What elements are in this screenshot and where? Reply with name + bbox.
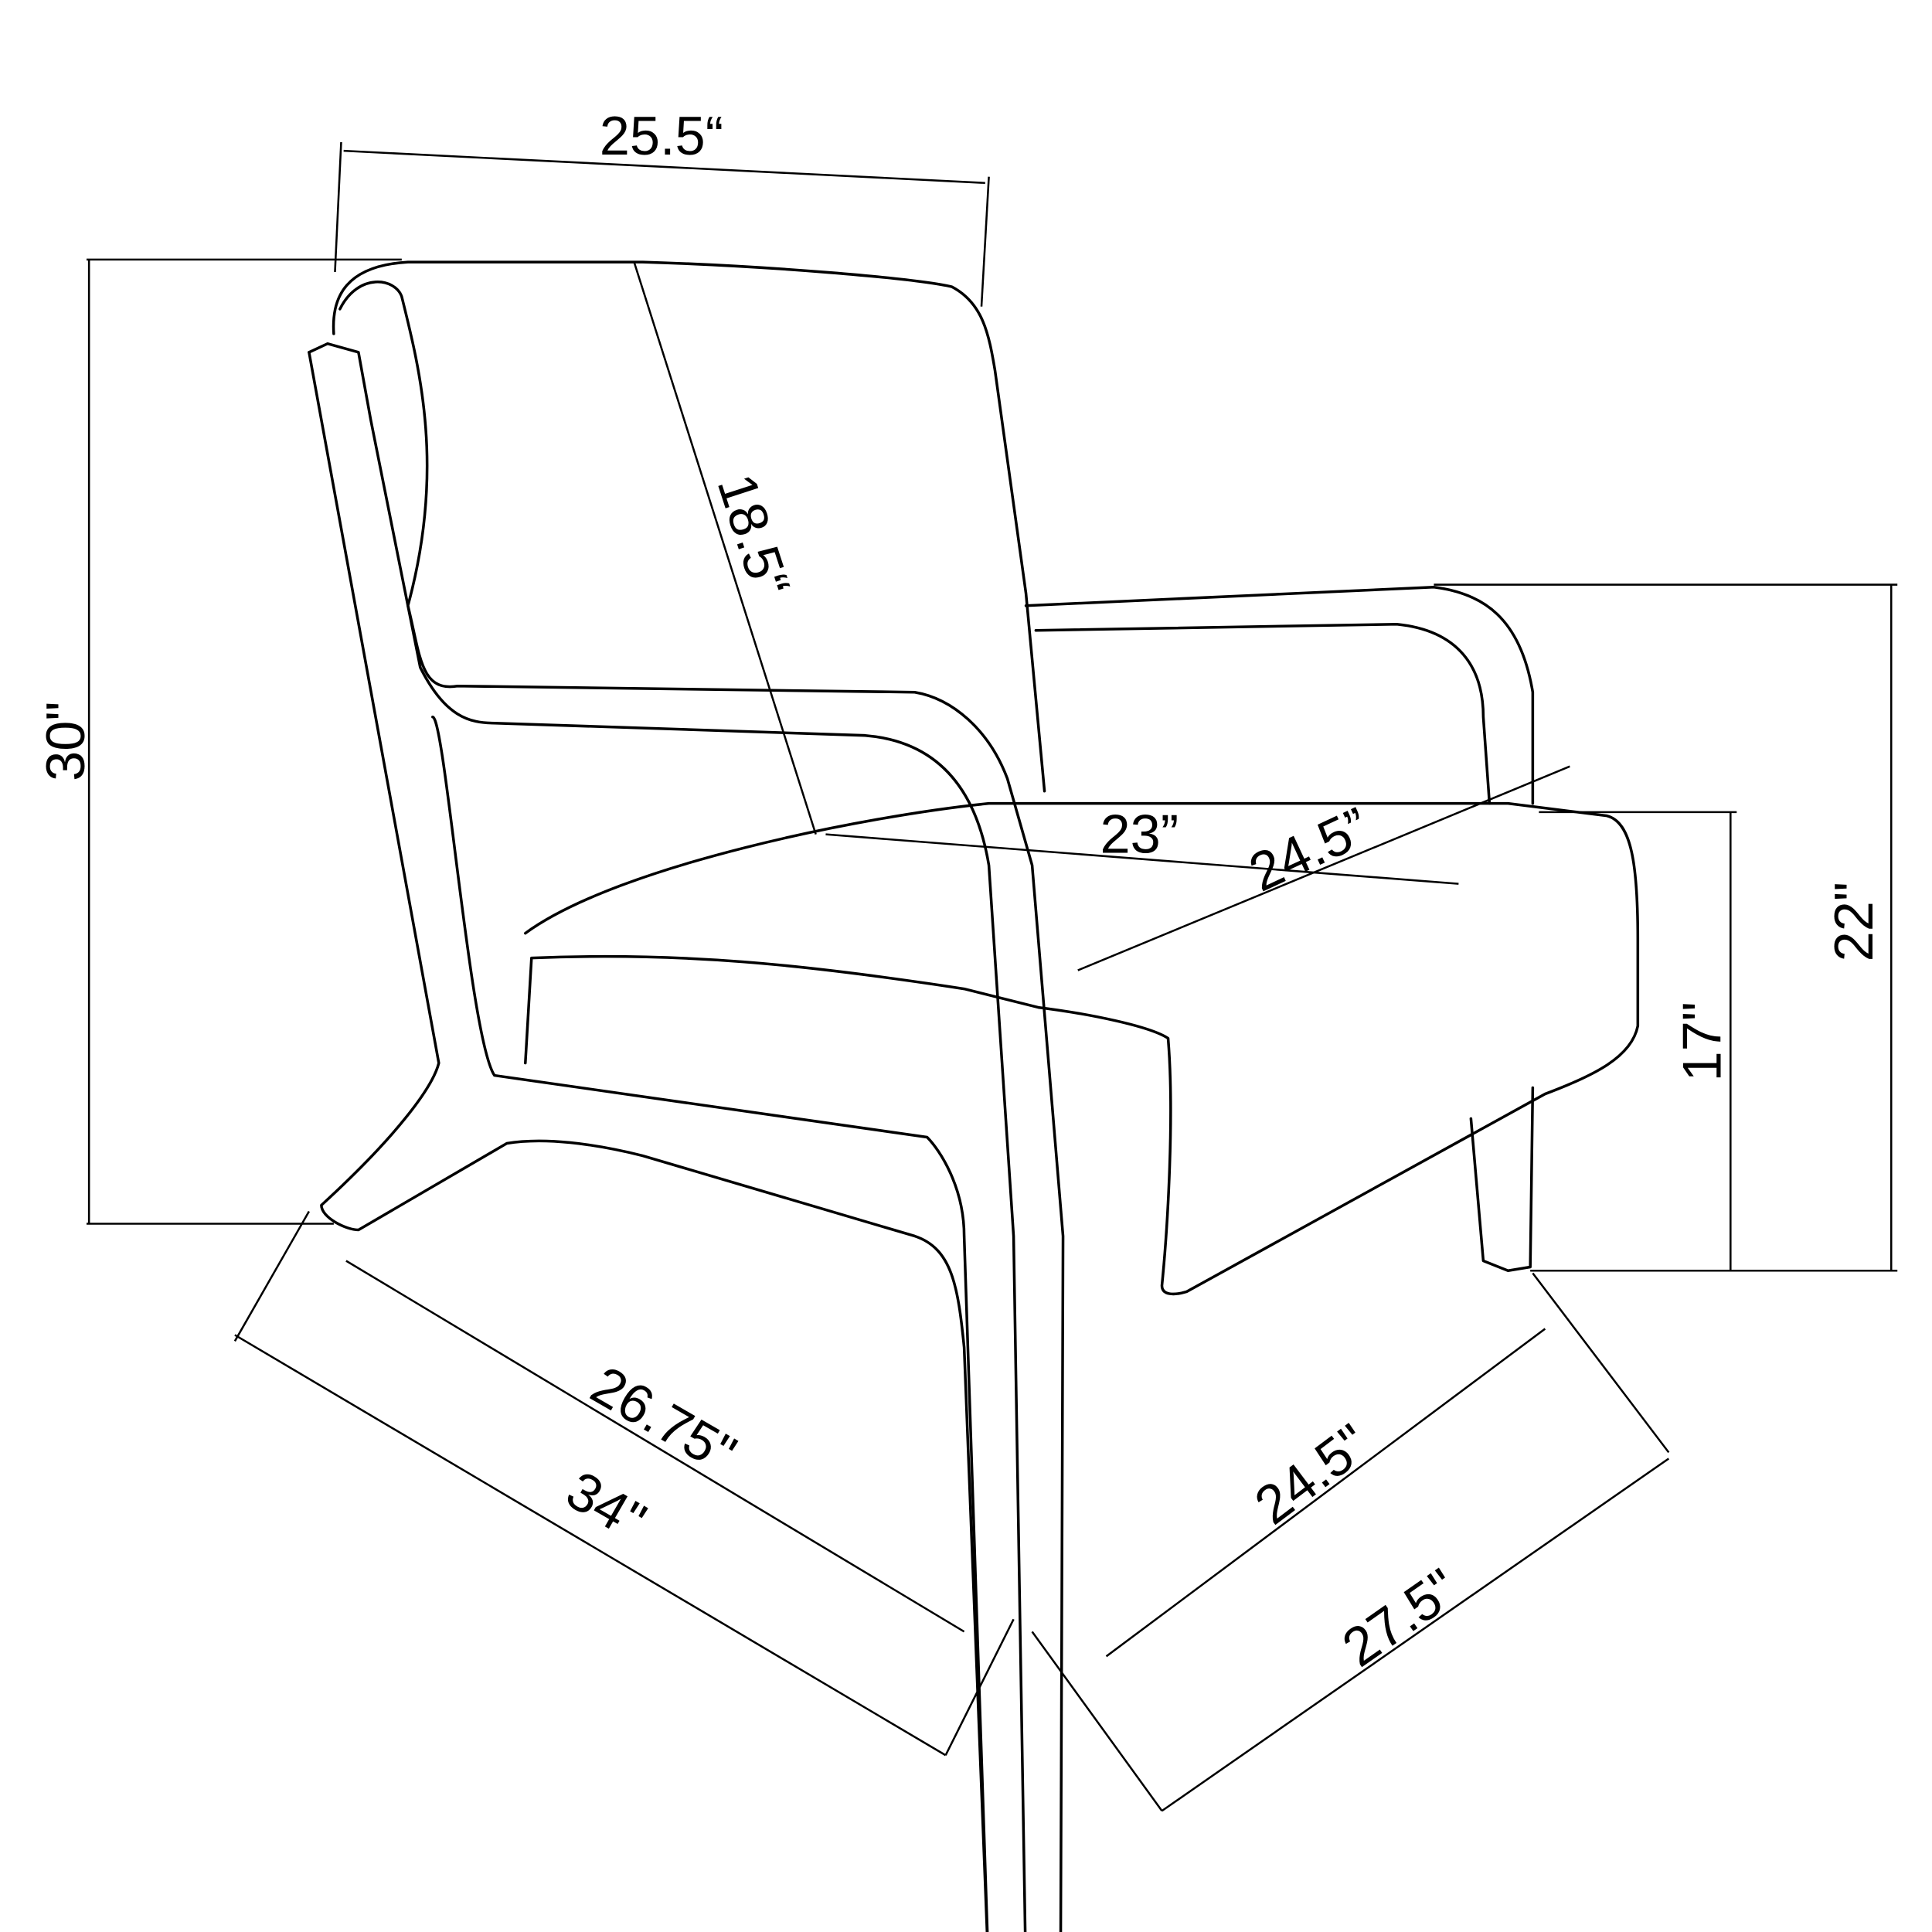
label-arm-height: 22" [1823,882,1884,961]
label-overall-height: 30" [35,702,96,781]
label-seat-height: 17" [1671,1002,1732,1081]
label-base-depth-inner: 26.75" [581,1354,747,1485]
label-base-width-inner: 24.5" [1243,1412,1380,1536]
label-overall-width: 25.5“ [600,105,723,166]
label-base-width-outer: 27.5" [1332,1556,1469,1679]
label-seat-width: 23” [1100,804,1179,865]
label-overall-depth: 34" [556,1459,656,1552]
label-seat-depth: 24.5” [1240,795,1378,903]
chair-outline [308,260,1640,1932]
dimension-labels: 25.5“ 18.5“ 30" 22" 17" 23” 24.5” 26.75"… [35,105,1884,1679]
dimension-lines [86,141,1898,1812]
